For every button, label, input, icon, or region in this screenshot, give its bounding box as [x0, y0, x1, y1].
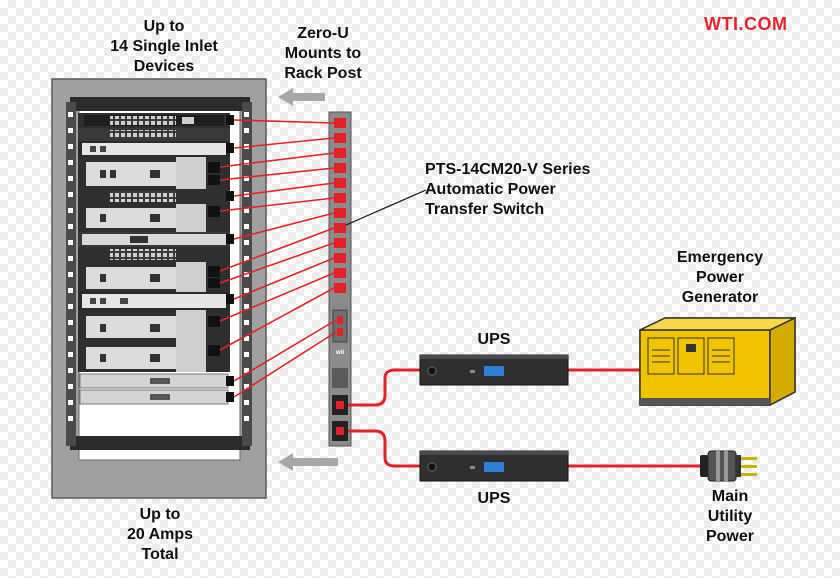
label-line: Transfer Switch [425, 201, 545, 218]
rack-device-server-8 [78, 342, 230, 372]
device-power-inlets [208, 115, 234, 402]
label-line: Automatic Power [425, 181, 556, 198]
ups-bottom-label: UPS [477, 490, 511, 507]
label-line: Generator [681, 289, 759, 306]
pdu-logo: wti [335, 350, 345, 356]
label-line: 20 Amps [126, 526, 194, 543]
ups-top-label: UPS [477, 331, 511, 348]
label-line: PTS-14CM20-V Series [425, 161, 591, 178]
device-power-cables [219, 119, 337, 398]
rack-device-server-10 [79, 389, 229, 405]
rack-device-server-5 [78, 262, 230, 292]
brand-logo-text: WTI.COM [704, 14, 788, 34]
label-line: Rack Post [284, 65, 362, 82]
ups-unit-top [419, 354, 569, 386]
main-utility-power-label: Main Utility Power [690, 487, 770, 547]
rack-device-server-2 [78, 157, 230, 189]
top-left-label: Up to 14 Single Inlet Devices [84, 17, 244, 77]
rack-device-server-4 [78, 247, 230, 262]
label-line: Up to [143, 18, 185, 35]
label-line: Utility [707, 508, 753, 525]
pts-label: PTS-14CM20-V Series Automatic Power Tran… [425, 160, 590, 220]
ups-power-cables [348, 368, 700, 468]
label-line: Power [695, 269, 744, 286]
label-line: Power [705, 528, 754, 545]
label-line: Zero-U [297, 25, 349, 42]
rack-device-switch-3 [78, 189, 230, 204]
ups-unit-bottom [419, 450, 569, 482]
label-line: Devices [133, 58, 195, 75]
callout-leader-line [345, 189, 427, 226]
rack-device-switch-2 [78, 128, 230, 141]
label-line: Main [711, 488, 749, 505]
rack-device-server-9 [79, 373, 229, 389]
main-utility-plug [700, 450, 757, 482]
bottom-label: Up to 20 Amps Total [100, 505, 220, 565]
rack-device-server-1 [78, 141, 230, 157]
rack-device-server-7 [78, 310, 230, 342]
label-line: 14 Single Inlet [110, 38, 218, 55]
rack-device-server-3 [78, 204, 230, 232]
label-line: Emergency [676, 249, 764, 266]
label-line: Total [141, 546, 179, 563]
arrow-left-icon-top-shape [278, 88, 325, 106]
rack-device-server-6 [78, 292, 230, 310]
rack-device-switch-1 [78, 113, 230, 128]
rack-device-switch-4 [78, 232, 230, 247]
zero-u-label: Zero-U Mounts to Rack Post [268, 24, 378, 84]
label-line: Mounts to [284, 45, 362, 62]
generator [639, 316, 796, 407]
arrow-left-icon-bottom [278, 453, 338, 471]
generator-label: Emergency Power Generator [655, 248, 785, 308]
label-line: Up to [139, 506, 181, 523]
pdu-strip [328, 111, 352, 447]
